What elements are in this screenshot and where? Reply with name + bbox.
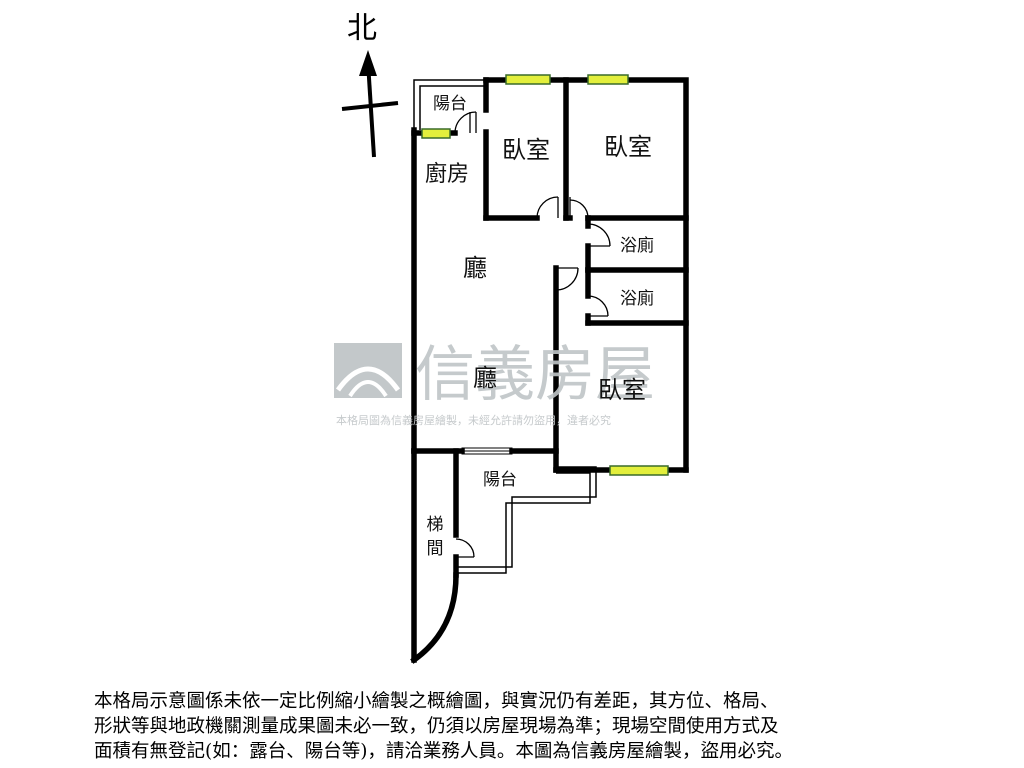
window <box>421 128 451 139</box>
compass-north-label: 北 <box>347 11 377 46</box>
watermark-notice: 本格局圖為信義房屋繪製，未經允許請勿盜用，違者必究 <box>336 413 611 427</box>
windows <box>421 74 669 476</box>
watermark: 信義房屋 本格局圖為信義房屋繪製，未經允許請勿盜用，違者必究 <box>334 340 655 427</box>
room-label-bathroom-2: 浴廁 <box>620 288 654 309</box>
room-label-bathroom-1: 浴廁 <box>620 235 654 256</box>
north-arrow-icon <box>359 50 377 76</box>
window <box>587 74 629 85</box>
disclaimer-line: 面積有無登記(如：露台、陽台等)，請洽業務人員。本圖為信義房屋繪製，盜用必究。 <box>94 741 793 762</box>
room-label-bedroom-3: 臥室 <box>598 376 646 404</box>
balcony-outlines <box>413 79 597 574</box>
disclaimer-line: 本格局示意圖係未依一定比例縮小繪製之概繪圖，與實況仍有差距，其方位、格局、 <box>94 691 779 712</box>
room-labels: 陽台 廚房 臥室 臥室 浴廁 浴廁 廳 廳 臥室 陽台 梯 間 <box>425 94 654 559</box>
room-label-bedroom-1: 臥室 <box>502 136 550 164</box>
room-label-living-2: 廳 <box>473 364 497 392</box>
sliding-door <box>461 447 513 455</box>
disclaimer: 本格局示意圖係未依一定比例縮小繪製之概繪圖，與實況仍有差距，其方位、格局、 形狀… <box>94 689 954 764</box>
watermark-brand: 信義房屋 <box>415 340 655 410</box>
room-label-stairwell-top: 梯 <box>427 515 444 535</box>
floor-plan: 北 <box>334 11 689 664</box>
window <box>609 465 669 476</box>
room-label-bedroom-2: 臥室 <box>604 133 652 161</box>
room-label-balcony-north: 陽台 <box>433 94 467 114</box>
window <box>505 74 551 85</box>
room-label-living-1: 廳 <box>463 254 487 282</box>
room-label-kitchen: 廚房 <box>425 162 469 187</box>
doors <box>454 111 611 558</box>
disclaimer-line: 形狀等與地政機關測量成果圖未必一致，仍須以房屋現場為準；現場空間使用方式及 <box>94 716 779 737</box>
compass: 北 <box>341 11 399 158</box>
room-label-stairwell-bottom: 間 <box>427 539 444 559</box>
room-label-balcony-south: 陽台 <box>483 470 517 490</box>
